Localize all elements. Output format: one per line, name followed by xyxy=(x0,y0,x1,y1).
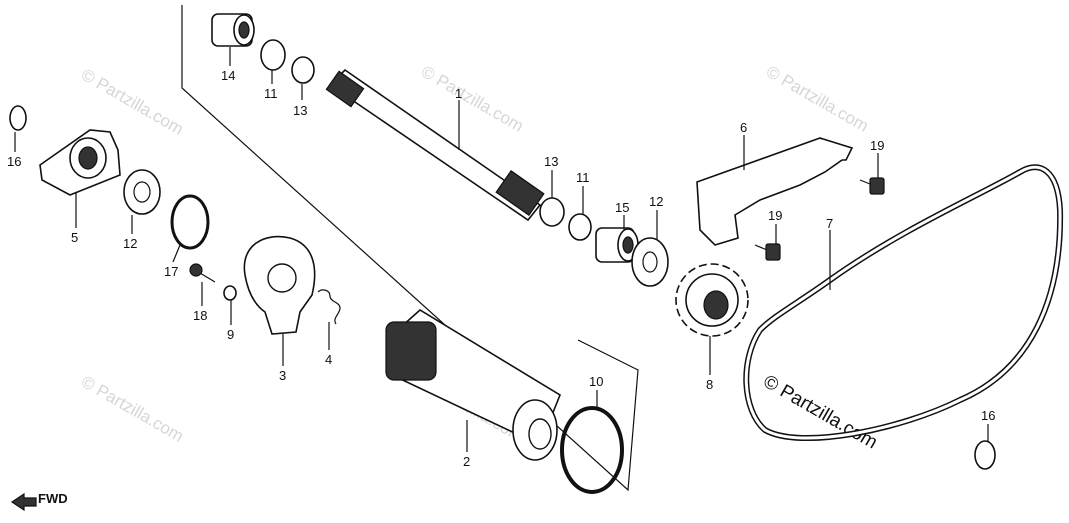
washer-part xyxy=(539,197,565,227)
small-washer-part xyxy=(223,285,237,301)
callout-1: 1 xyxy=(455,86,462,101)
o-ring-part xyxy=(560,406,624,494)
callout-2: 2 xyxy=(463,454,470,469)
callout-19: 19 xyxy=(870,138,884,153)
watermark-large: © Partzilla.com xyxy=(760,371,881,453)
callout-15: 15 xyxy=(615,200,629,215)
callout-8: 8 xyxy=(706,377,713,392)
stopper-plate-part xyxy=(243,235,316,335)
callout-17: 17 xyxy=(164,264,178,279)
needle-bearing-part xyxy=(211,13,255,47)
callout-11: 11 xyxy=(576,170,590,185)
spring-clip-part xyxy=(170,194,210,250)
callout-14: 14 xyxy=(221,68,235,83)
watermark: © Partzilla.com xyxy=(763,62,872,136)
bolt-part xyxy=(754,243,781,261)
circlip-part xyxy=(9,105,27,131)
callout-7: 7 xyxy=(826,216,833,231)
watermark: © Partzilla.com xyxy=(78,372,187,446)
bolt-part xyxy=(859,177,885,195)
callout-12: 12 xyxy=(649,194,663,209)
callout-5: 5 xyxy=(71,230,78,245)
callout-13: 13 xyxy=(293,103,307,118)
pivot-bolt-part xyxy=(189,263,216,283)
fwd-arrow-icon xyxy=(10,492,37,512)
assembly-outline xyxy=(181,5,639,492)
watermark: © Partzilla.com xyxy=(418,62,527,136)
ratchet-part xyxy=(39,129,121,196)
callout-19: 19 xyxy=(768,208,782,223)
washer-part xyxy=(291,56,315,84)
callout-16: 16 xyxy=(981,408,995,423)
callout-18: 18 xyxy=(193,308,207,323)
circlip-part xyxy=(260,39,286,71)
callout-12: 12 xyxy=(123,236,137,251)
watermark: © Partzilla.com xyxy=(78,65,187,139)
callout-9: 9 xyxy=(227,327,234,342)
pinion-part xyxy=(385,309,561,461)
callout-labels: 14 11 13 16 5 12 17 1 13 11 15 12 6 19 1… xyxy=(7,68,995,469)
chain-guide-part xyxy=(696,137,854,246)
callout-11: 11 xyxy=(264,86,278,101)
leader-lines xyxy=(14,47,989,452)
spring-part xyxy=(317,289,341,325)
callout-13: 13 xyxy=(544,154,558,169)
callout-3: 3 xyxy=(279,368,286,383)
callout-10: 10 xyxy=(589,374,603,389)
sprocket-part xyxy=(675,263,749,337)
spindle-part xyxy=(325,68,545,222)
circlip-part xyxy=(568,213,592,241)
callout-4: 4 xyxy=(325,352,332,367)
callout-6: 6 xyxy=(740,120,747,135)
fwd-label: FWD xyxy=(38,491,68,506)
circlip-part xyxy=(974,440,996,470)
fwd-arrow: FWD xyxy=(10,491,68,512)
callout-16: 16 xyxy=(7,154,21,169)
